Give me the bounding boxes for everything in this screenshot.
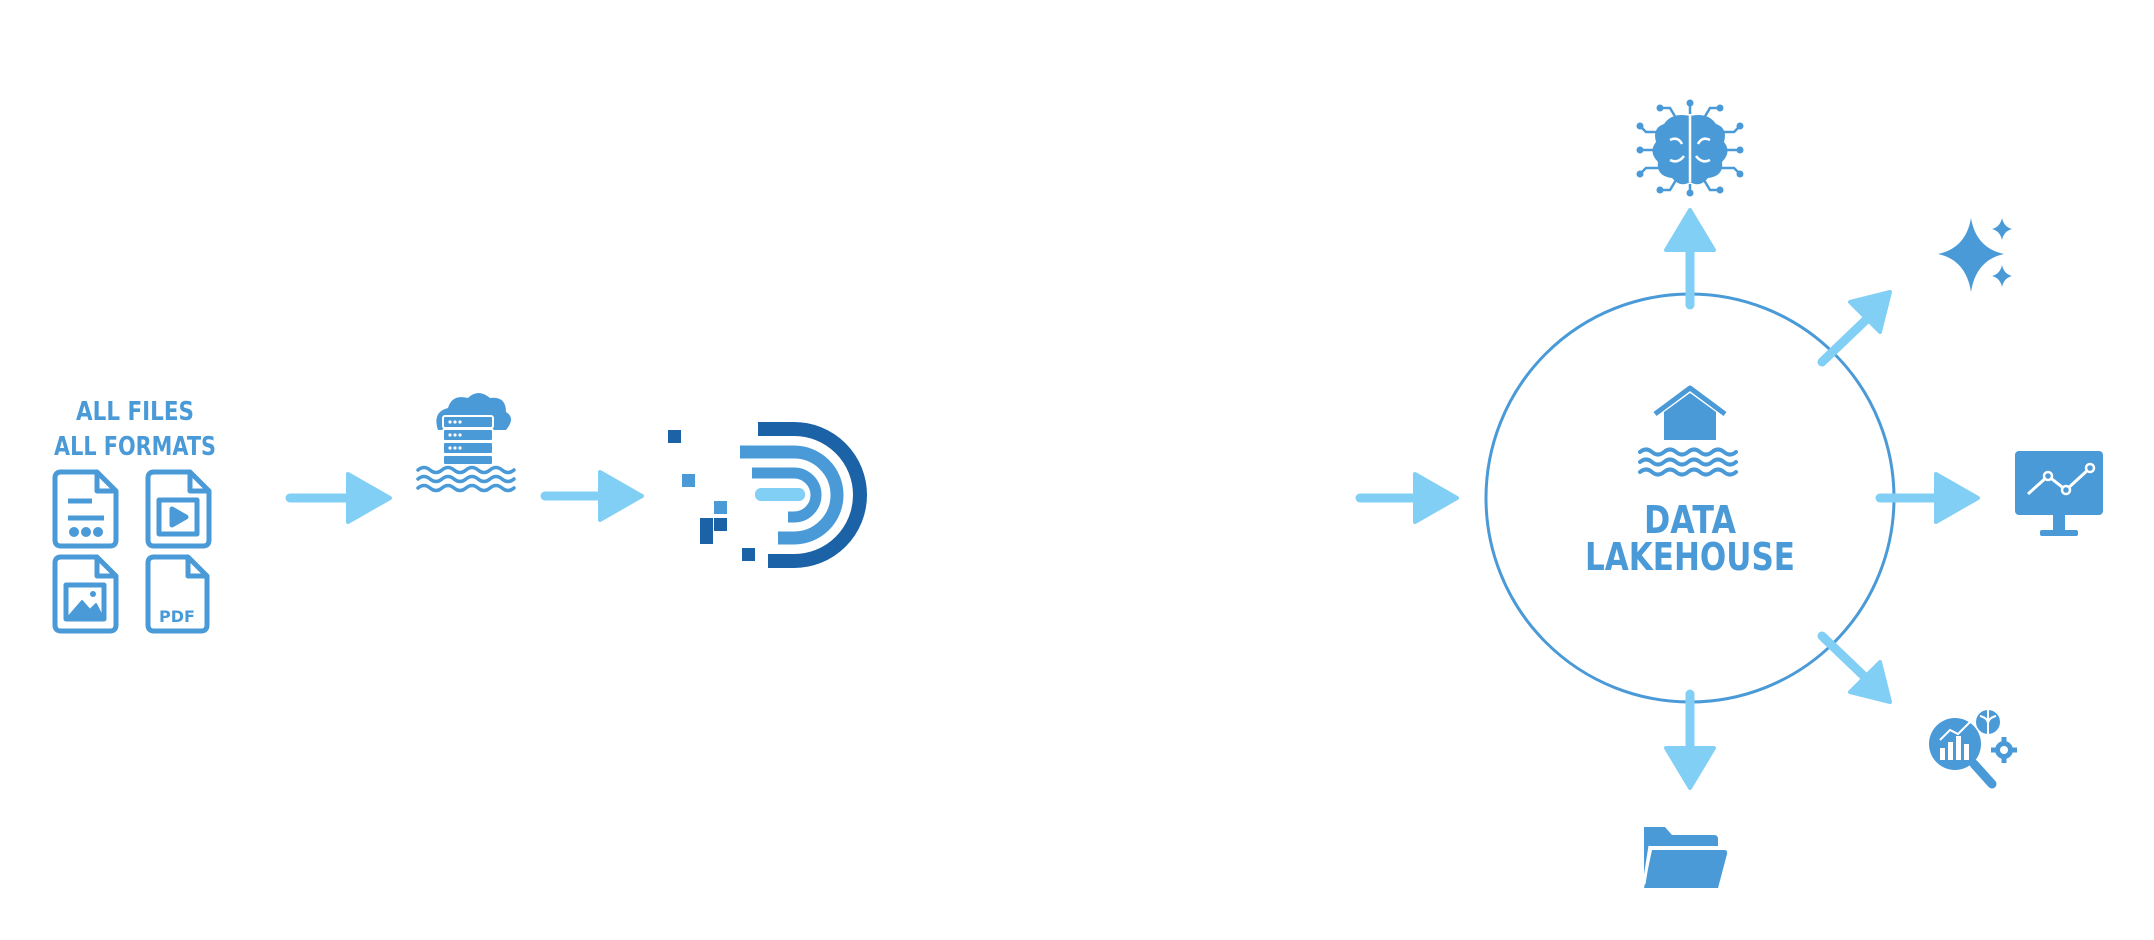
sources-group: ALL FILES ALL FORMATS: [52, 397, 216, 634]
flow-arrow: [285, 472, 392, 524]
image-file-icon: [52, 554, 119, 634]
ai-brain-icon: [1636, 99, 1744, 197]
flow-arrow: [540, 470, 644, 522]
output-arrow: [1664, 689, 1716, 790]
pdf-file-icon: [145, 554, 210, 634]
output-arrow: [1875, 472, 1980, 524]
lakehouse-hub: DATA LAKEHOUSE: [1484, 292, 1896, 704]
output-arrow: [1817, 290, 1892, 367]
sources-title-line2: ALL FORMATS: [54, 432, 216, 462]
ingestion-logo-icon: [668, 422, 867, 568]
folder-icon: [1642, 827, 1728, 888]
sources-title-line1: ALL FILES: [76, 397, 194, 427]
house-on-water-icon: [1638, 385, 1738, 477]
analytics-search-icon: [1929, 710, 2017, 789]
pdf-label: PDF: [159, 607, 195, 626]
flow-arrow: [1355, 472, 1459, 524]
document-icon: [52, 469, 119, 549]
output-arrow: [1817, 631, 1892, 704]
cloud-server-lake-icon: [416, 393, 516, 493]
video-file-icon: [145, 469, 212, 549]
lakehouse-title-line1: DATA: [1644, 498, 1736, 542]
monitor-chart-icon: [2015, 451, 2103, 536]
output-arrow: [1664, 208, 1716, 310]
lakehouse-title-line2: LAKEHOUSE: [1585, 535, 1795, 579]
sparkle-icon: [1938, 218, 2012, 292]
